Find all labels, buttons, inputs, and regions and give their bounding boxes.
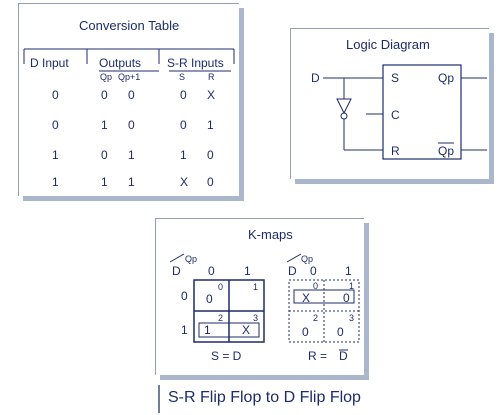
cell-qp1: 1 — [128, 175, 135, 189]
cell-qp1: 1 — [128, 148, 135, 162]
cell-s: 1 — [180, 148, 187, 162]
kmap-s-index: 1 — [253, 282, 259, 292]
logic-circuit — [323, 64, 487, 160]
kmap-r-cell: 0 — [302, 325, 309, 339]
kmap-s-index: 2 — [218, 313, 224, 323]
kmap-r-equation-lhs: R = — [308, 349, 328, 363]
kmap-s-cell: X — [242, 323, 251, 337]
kmap-r-index: 0 — [313, 281, 319, 291]
cell-qp1: 0 — [128, 118, 135, 132]
inverter-gate — [336, 98, 352, 115]
kmap-r-col-header: 1 — [345, 264, 352, 278]
cell-qp: 1 — [101, 118, 108, 132]
figure-caption: S-R Flip Flop to D Flip Flop — [168, 389, 361, 406]
flip-flop-box — [382, 64, 462, 160]
kmap-grids — [169, 253, 360, 351]
cell-qp1: 0 — [128, 88, 135, 102]
kmap-s-row-header: 1 — [181, 323, 188, 337]
cell-qp: 1 — [101, 175, 108, 189]
conversion-table-title: Conversion Table — [79, 18, 180, 33]
kmap-r-index: 3 — [349, 313, 355, 323]
header-sr-inputs: S-R Inputs — [167, 56, 224, 70]
logic-diagram-title: Logic Diagram — [346, 37, 430, 52]
subheader-s: S — [179, 72, 186, 82]
cell-qp: 0 — [101, 148, 108, 162]
caption-box: S-R Flip Flop to D Flip Flop — [158, 385, 375, 413]
kmap-s-cell: 0 — [206, 292, 213, 306]
cell-s: 0 — [180, 88, 187, 102]
kmap-r-cell: X — [302, 291, 311, 305]
cell-r: 1 — [207, 118, 214, 132]
pin-r-label: R — [391, 144, 400, 158]
kmaps-panel: K-maps D Qp 0 1 0 1 0 1 X 0 1 2 3 S = D … — [155, 218, 364, 375]
cell-d: 1 — [52, 175, 59, 189]
header-d-input: D Input — [30, 56, 69, 70]
kmap-r-col-header: 0 — [310, 264, 317, 278]
kmap-s-cell: 1 — [204, 323, 211, 337]
kmap-s-row-var: D — [172, 264, 181, 278]
kmap-r-index: 2 — [313, 313, 319, 323]
kmap-s-grouping-loop — [198, 322, 260, 338]
subheader-qp: Qp — [100, 72, 113, 82]
kmap-s-row-header: 0 — [181, 289, 188, 303]
cell-d: 1 — [52, 148, 59, 162]
logic-diagram-panel: Logic Diagram D S C R Qp Qp — [290, 28, 489, 179]
kmap-r-cell: 0 — [337, 325, 344, 339]
pin-s-label: S — [391, 71, 400, 85]
conversion-table-lines — [23, 48, 235, 72]
subheader-r: R — [208, 72, 215, 82]
kmap-r-col-var: Qp — [301, 254, 314, 264]
kmaps-title: K-maps — [248, 227, 293, 242]
kmap-s-equation: S = D — [211, 349, 242, 363]
cell-qp: 0 — [101, 88, 108, 102]
output-qp-bar-label: Qp — [438, 144, 455, 158]
kmap-s-col-header: 0 — [208, 264, 215, 278]
kmap-s-index: 3 — [253, 313, 259, 323]
kmap-r-equation-rhs: D — [339, 349, 348, 363]
cell-d: 0 — [52, 88, 59, 102]
header-outputs: Outputs — [99, 56, 142, 70]
cell-s: 0 — [180, 118, 187, 132]
cell-r: 0 — [207, 175, 214, 189]
conversion-table-panel: Conversion Table D Input Outputs S-R Inp… — [18, 3, 239, 196]
cell-s: X — [180, 175, 189, 189]
kmap-r-index: 1 — [349, 281, 355, 291]
kmap-s-index: 0 — [218, 282, 224, 292]
kmap-r-row-var: D — [288, 264, 297, 278]
kmap-r-grouping-loop — [293, 289, 355, 304]
kmap-s-col-var: Qp — [185, 254, 198, 264]
input-d-label: D — [311, 71, 320, 85]
kmap-r-cell: 0 — [343, 291, 350, 305]
subheader-qp1: Qp+1 — [118, 72, 141, 82]
cell-r: X — [207, 88, 216, 102]
kmap-s-col-header: 1 — [244, 264, 251, 278]
output-qp-label: Qp — [438, 71, 455, 85]
cell-d: 0 — [52, 118, 59, 132]
cell-r: 0 — [207, 148, 214, 162]
pin-c-label: C — [391, 108, 400, 122]
